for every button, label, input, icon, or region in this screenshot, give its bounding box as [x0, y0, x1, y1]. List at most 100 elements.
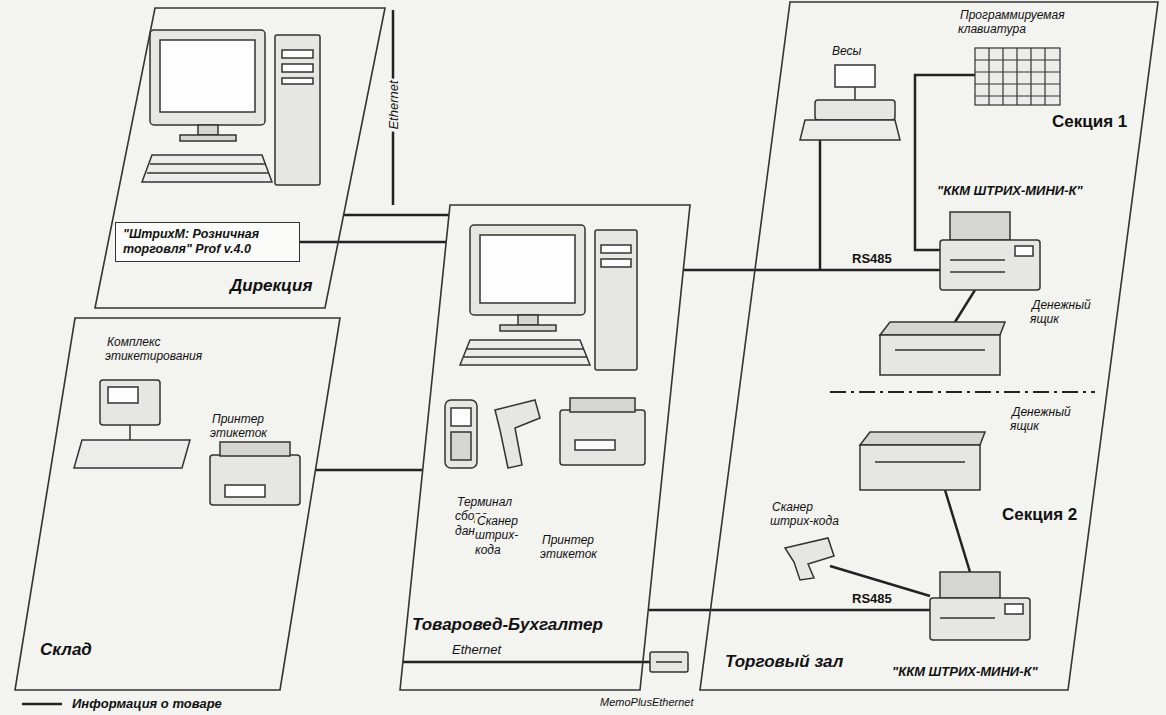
- section-label: Секция 1: [1050, 112, 1129, 131]
- computer-icon: [460, 225, 637, 370]
- info-link: [300, 241, 446, 244]
- device-label: Денежный ящик: [1010, 405, 1071, 433]
- scale-icon: [800, 65, 900, 140]
- computer-icon: [275, 35, 320, 185]
- device-label: Программируемая клавиатура: [958, 8, 1065, 36]
- room-region: Торговый зал: [700, 2, 1158, 690]
- computer-icon: [150, 163, 265, 165]
- data-terminal-icon: [445, 400, 477, 468]
- info-wire: [403, 661, 650, 664]
- link-label: Ethernet: [386, 78, 401, 131]
- computer-icon: [460, 340, 590, 365]
- labeling-station-icon: [74, 380, 190, 468]
- device-label: MemoPlusEthernet: [598, 696, 696, 708]
- label-printer-icon: [560, 398, 645, 465]
- region-outline: [400, 205, 690, 690]
- cash-drawer-icon: [875, 461, 965, 463]
- cash-drawer-icon: [860, 432, 985, 490]
- computer-icon: [198, 125, 218, 135]
- device-label: Весы: [830, 44, 863, 58]
- info-wire: [945, 490, 970, 572]
- info-link: [648, 609, 710, 612]
- info-link: [344, 214, 449, 217]
- info-wire: [755, 269, 940, 272]
- room-region: Склад: [15, 318, 340, 690]
- region-title: Торговый зал: [725, 652, 843, 671]
- computer-icon: [142, 155, 272, 182]
- labeling-station-icon: [108, 387, 138, 403]
- network-adapter-icon: [650, 652, 688, 672]
- computer-icon: [470, 225, 585, 315]
- computer-icon: [601, 245, 631, 253]
- device-label: Комплекс этикетирования: [105, 335, 204, 363]
- barcode-scanner-icon: [785, 538, 834, 580]
- computer-icon: [282, 78, 313, 84]
- text-holder: Товаровед-Бухгалтер: [412, 615, 603, 635]
- label-holder: Денежный ящик: [1030, 298, 1105, 327]
- label-holder: Сканер штрих-кода: [475, 514, 520, 557]
- software-name: "ШтрихМ: Розничная торговля" Prof v.4.0: [123, 227, 259, 256]
- computer-icon: [480, 235, 575, 303]
- info-link: [683, 269, 755, 272]
- label-holder: Сканер штрих-кода: [770, 500, 850, 529]
- data-terminal-icon: [451, 408, 471, 426]
- room-region: Товаровед-Бухгалтер: [400, 205, 690, 690]
- cash-drawer-icon: [895, 349, 985, 351]
- region-outline: [700, 2, 1158, 690]
- computer-icon: [282, 64, 313, 72]
- label-holder: RS485: [850, 591, 894, 606]
- computer-icon: [601, 259, 631, 267]
- device-label: Сканер штрих-кода: [770, 500, 841, 528]
- network-adapter-icon: [656, 661, 682, 663]
- labeling-station-icon: [100, 380, 160, 425]
- label-holder: Ethernet: [450, 642, 503, 657]
- label-holder: Весы: [830, 44, 863, 58]
- label-holder: Комплекс этикетирования: [105, 335, 204, 364]
- computer-icon: [147, 172, 268, 174]
- barcode-scanner-icon: [785, 538, 834, 580]
- region-outline: [700, 2, 1158, 690]
- label-holder: Принтер этикеток: [540, 533, 599, 562]
- label-holder: Программируемая клавиатура: [958, 8, 1093, 37]
- scale-icon: [835, 65, 875, 87]
- computer-icon: [500, 325, 556, 331]
- region-outline: [95, 8, 385, 308]
- cash-drawer-icon: [880, 335, 1000, 375]
- region-title: Дирекция: [230, 276, 313, 295]
- label-printer-icon: [220, 442, 290, 456]
- link-label: Ethernet: [450, 642, 503, 657]
- data-terminal-icon: [445, 400, 477, 468]
- cash-register-icon: [1015, 246, 1033, 256]
- legend-entry: Информация о товаре: [70, 696, 224, 711]
- cash-register-icon: [950, 259, 1005, 261]
- legend-sample: [22, 703, 62, 706]
- info-wire: [819, 140, 822, 270]
- cash-register-icon: [930, 572, 1030, 640]
- computer-icon: [180, 135, 236, 141]
- keyboard-icon: [1002, 48, 1003, 105]
- section-divider: [830, 391, 1095, 393]
- text-holder: Склад: [40, 640, 92, 660]
- computer-icon: [282, 50, 313, 58]
- cash-drawer-icon: [860, 432, 985, 445]
- label-holder: Секция 1: [1050, 112, 1129, 132]
- cash-register-icon: [940, 572, 1000, 598]
- cash-register-icon: [950, 212, 1010, 240]
- info-link: [315, 469, 422, 472]
- region-title: Товаровед-Бухгалтер: [412, 615, 603, 634]
- label-printer-icon: [575, 440, 615, 450]
- barcode-scanner-icon: [495, 400, 540, 468]
- computer-icon: [160, 40, 255, 112]
- legend-text: Информация о товаре: [70, 696, 224, 711]
- label-printer-icon: [560, 410, 645, 465]
- scale-icon: [854, 87, 856, 100]
- keyboard-icon: [975, 48, 1060, 105]
- cash-register-icon: [950, 271, 1005, 273]
- device-label: Сканер штрих-кода: [475, 514, 518, 557]
- room-region: Дирекция "ШтрихМ: Розничная торговля" Pro…: [95, 8, 385, 308]
- device-label: Денежный ящик: [1030, 298, 1091, 326]
- cash-register-icon: [1005, 604, 1023, 614]
- label-printer-icon: [570, 398, 635, 412]
- text-holder: Дирекция: [230, 276, 313, 296]
